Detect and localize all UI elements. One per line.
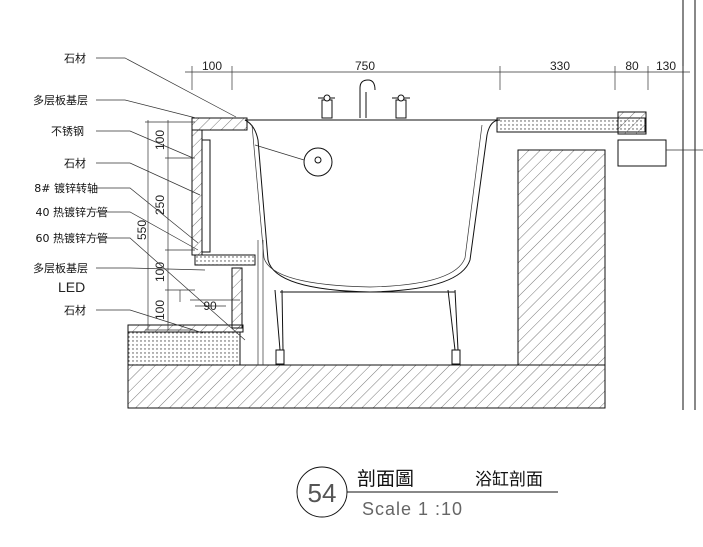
callout-60-tube: 60 热镀锌方管 xyxy=(36,231,109,245)
drawing-number: 54 xyxy=(308,478,337,508)
callout-stone-1: 石材 xyxy=(64,51,86,65)
callout-leaders xyxy=(96,57,246,341)
callout-stainless-steel: 不锈钢 xyxy=(51,125,84,138)
dim-left-100-mid: 100 xyxy=(153,262,167,282)
drawing-subtitle: 浴缸剖面 xyxy=(475,469,543,490)
faucet xyxy=(318,79,410,119)
callout-pivot-shaft: 8# 镀锌转轴 xyxy=(34,181,98,195)
dim-top-330: 330 xyxy=(550,59,570,73)
dim-bottom-90: 90 xyxy=(203,299,217,313)
dim-top-750: 750 xyxy=(355,59,375,73)
top-dimension-line xyxy=(185,66,690,90)
tub-legs xyxy=(274,289,461,365)
dim-top-130: 130 xyxy=(656,59,676,73)
drain-marker xyxy=(303,147,333,177)
dim-left-250: 250 xyxy=(153,195,167,215)
floor-slab xyxy=(127,364,606,409)
led-label: LED xyxy=(58,279,85,295)
bathtub xyxy=(244,119,501,293)
dim-left-550: 550 xyxy=(135,220,149,240)
dim-top-100: 100 xyxy=(202,59,222,73)
left-stone-base xyxy=(127,324,244,333)
callout-plywood-2: 多层板基层 xyxy=(33,261,88,275)
raised-platform xyxy=(517,149,606,366)
drawing-title: 剖面圖 xyxy=(357,468,414,490)
left-dimension-lines xyxy=(145,120,226,331)
dim-top-80: 80 xyxy=(625,59,639,73)
floor-screed xyxy=(127,331,241,366)
dim-left-100-bottom: 100 xyxy=(153,300,167,320)
drawing-scale: Scale 1 :10 xyxy=(362,499,463,519)
dim-left-100-top: 100 xyxy=(153,130,167,150)
title-block: 54 剖面圖 浴缸剖面 Scale 1 :10 xyxy=(296,466,558,519)
callout-40-tube: 40 热镀锌方管 xyxy=(36,205,109,219)
callout-plywood-1: 多层板基层 xyxy=(33,93,88,107)
callout-stone-2: 石材 xyxy=(64,156,86,170)
callout-stone-3: 石材 xyxy=(64,303,86,317)
left-skirt xyxy=(191,117,248,131)
